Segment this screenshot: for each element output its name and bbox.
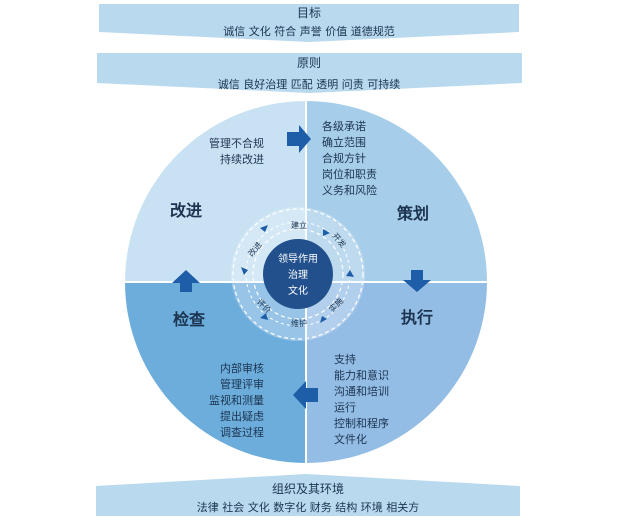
- plan-label: 策划: [396, 204, 429, 223]
- list-item: 控制和程序: [334, 416, 389, 430]
- plan-list: 各级承诺 确立范围 合规方针 岗位和职责 义务和风险: [322, 119, 377, 197]
- list-item: 义务和风险: [322, 183, 377, 197]
- list-item: 管理不合规: [209, 136, 264, 150]
- list-item: 能力和意识: [334, 368, 389, 382]
- core-line-2: 治理: [288, 268, 308, 281]
- list-item: 各级承诺: [322, 119, 366, 133]
- environment-title: 组织及其环境: [272, 481, 344, 496]
- quadrant-plan: [306, 101, 487, 282]
- list-item: 确立范围: [322, 135, 366, 149]
- execute-list: 支持 能力和意识 沟通和培训 运行 控制和程序 文件化: [334, 352, 389, 446]
- execute-label: 执行: [401, 308, 433, 327]
- list-item: 监视和测量: [209, 393, 264, 407]
- check-list: 内部审核 管理评审 监视和测量 提出疑虑 调查过程: [209, 361, 264, 439]
- quadrant-improve: [125, 101, 306, 282]
- stage-build-label: 建立: [291, 220, 307, 230]
- list-item: 文件化: [334, 432, 367, 446]
- arrow-up-icon: [172, 270, 200, 292]
- arrow-down-icon: [403, 270, 431, 292]
- improve-list: 管理不合规 持续改进: [209, 136, 264, 166]
- environment-items: 法律 社会 文化 数字化 财务 结构 环境 相关方: [197, 500, 419, 514]
- principle-items: 诚信 良好治理 匹配 透明 问责 可持续: [218, 77, 400, 91]
- list-item: 管理评审: [220, 377, 264, 391]
- list-item: 合规方针: [322, 151, 366, 165]
- list-item: 内部审核: [220, 361, 264, 375]
- improve-label: 改进: [170, 201, 202, 220]
- quadrant-execute: [306, 282, 487, 463]
- arrow-left-icon: [293, 381, 318, 409]
- principle-title: 原则: [297, 56, 321, 70]
- environment-banner: 组织及其环境 法律 社会 文化 数字化 财务 结构 环境 相关方: [96, 474, 520, 516]
- arrow-right-icon: [287, 125, 311, 153]
- core-line-3: 文化: [288, 284, 308, 297]
- core-circle: [263, 239, 333, 309]
- check-label: 检查: [173, 310, 205, 329]
- list-item: 沟通和培训: [334, 384, 389, 398]
- principle-banner: 原则 诚信 良好治理 匹配 透明 问责 可持续: [97, 53, 522, 93]
- goal-title: 目标: [297, 6, 321, 20]
- list-item: 岗位和职责: [322, 167, 377, 181]
- core-line-1: 领导作用: [278, 252, 318, 265]
- list-item: 运行: [334, 401, 356, 414]
- list-item: 提出疑虑: [220, 409, 264, 423]
- goal-items: 诚信 文化 符合 声誉 价值 道德规范: [223, 24, 394, 38]
- stage-maintain-label: 维护: [291, 318, 307, 328]
- list-item: 支持: [334, 352, 356, 366]
- list-item: 调查过程: [220, 425, 264, 439]
- goal-banner: 目标 诚信 文化 符合 声誉 价值 道德规范: [99, 4, 519, 42]
- list-item: 持续改进: [220, 152, 264, 166]
